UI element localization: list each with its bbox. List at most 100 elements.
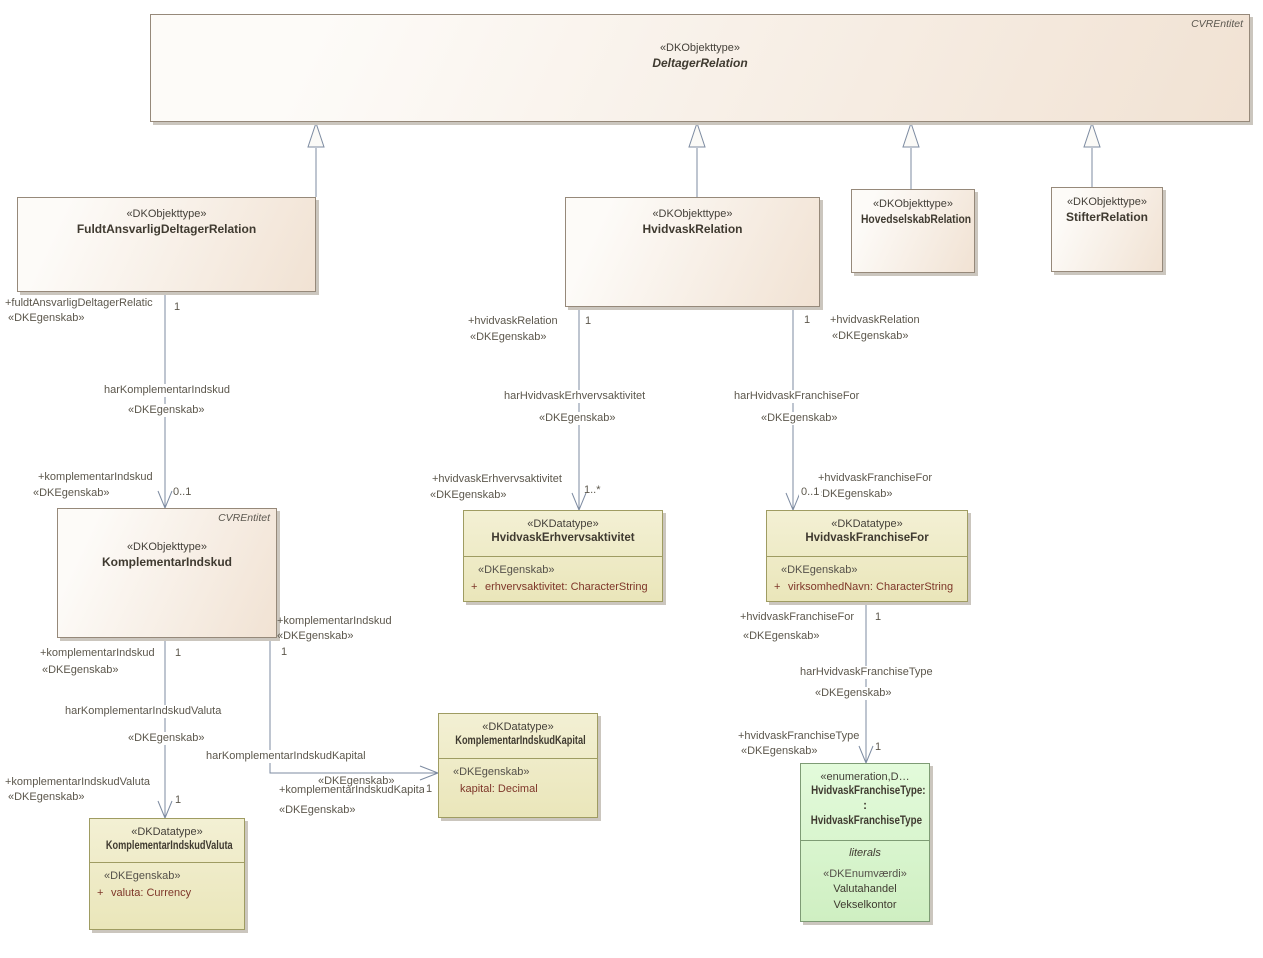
edge-name-stereotype: «DKEgenskab» — [759, 412, 840, 425]
edge-target-multiplicity: 1..* — [584, 484, 601, 496]
edge-source-stereotype: «DKEgenskab» — [42, 664, 119, 676]
attribute-stereotype: «DKEgenskab» — [781, 564, 858, 576]
generalization-arrow-icon — [307, 121, 325, 148]
datatype-name: KomplementarIndskudKapital — [455, 735, 586, 747]
edge-source-stereotype: «DKEgenskab» — [8, 312, 85, 324]
edge-target-multiplicity: 0..1 — [173, 486, 192, 498]
edge-target-role: +hvidvaskFranchiseType — [738, 730, 860, 742]
edge-source-stereotype: «DKEgenskab» — [832, 330, 909, 342]
edge-source-stereotype: «DKEgenskab» — [743, 630, 820, 642]
generalization-arrow-icon — [902, 121, 920, 148]
attribute-stereotype: «DKEgenskab» — [104, 870, 181, 882]
association-line — [269, 638, 437, 774]
attribute-row[interactable]: + erhvervsaktivitet: CharacterString — [464, 577, 662, 594]
literals-header: literals — [849, 847, 881, 859]
edge-name: harHvidvaskErhvervsaktivitet — [502, 390, 648, 403]
datatype-name: KomplementarIndskudValuta — [105, 840, 233, 852]
edge-name-stereotype: «DKEgenskab» — [318, 775, 395, 787]
class-fuldtansvarligdeltagerrelation[interactable]: «DKObjekttype» FuldtAnsvarligDeltagerRel… — [17, 197, 316, 292]
edge-source-role: +hvidvaskRelation — [468, 315, 558, 327]
edge-source-stereotype: «DKEgenskab» — [470, 331, 547, 343]
edge-name-stereotype: «DKEgenskab» — [813, 687, 894, 700]
class-name: KomplementarIndskud — [101, 555, 233, 569]
class-hvidvaskrelation[interactable]: «DKObjekttype» HvidvaskRelation — [565, 197, 820, 307]
datatype-hvidvaskfranchisefor[interactable]: «DKDatatype» HvidvaskFranchiseFor «DKEge… — [766, 510, 968, 602]
attribute-visibility — [446, 783, 460, 796]
edge-name: harHvidvaskFranchiseType — [798, 666, 935, 679]
edge-name: harKomplementarIndskud — [102, 384, 232, 397]
class-hovedselskabrelation[interactable]: «DKObjekttype» HovedselskabRelation — [851, 189, 975, 273]
edge-source-multiplicity: 1 — [804, 314, 811, 326]
enumeration-hvidvaskfranchisetype[interactable]: «enumeration,D… HvidvaskFranchiseType: :… — [800, 763, 930, 922]
stereotype: «DKDatatype» — [527, 518, 599, 530]
enum-name-line: : — [863, 800, 867, 812]
generalization-arrow-icon — [688, 121, 706, 148]
stereotype: «DKObjekttype» — [126, 541, 208, 553]
literal-stereotype: «DKEnumværdi» — [823, 868, 907, 880]
stereotype: «DKObjekttype» — [1066, 196, 1148, 208]
attribute-row[interactable]: + virksomhedNavn: CharacterString — [767, 577, 967, 594]
stereotype: «DKDatatype» — [831, 518, 903, 530]
class-deltagerrelation[interactable]: CVREntitet «DKObjekttype» DeltagerRelati… — [150, 14, 1250, 122]
attribute-text: valuta: Currency — [111, 887, 192, 899]
edge-target-multiplicity: 1 — [175, 794, 182, 806]
edge-source-role: +fuldtAnsvarligDeltagerRelatic — [5, 297, 153, 309]
tagged-value-cvrentitet: CVREntitet — [218, 512, 270, 524]
edge-name: harKomplementarIndskudValuta — [63, 705, 224, 718]
datatype-name: HvidvaskErhvervsaktivitet — [491, 532, 635, 544]
stereotype: «DKObjekttype» — [659, 42, 741, 54]
edge-name: harHvidvaskFranchiseFor — [732, 390, 862, 403]
datatype-hvidvaskerhvervsaktivitet[interactable]: «DKDatatype» HvidvaskErhvervsaktivitet «… — [463, 510, 663, 602]
edge-source-role: +komplementarIndskud — [277, 615, 392, 627]
edge-target-stereotype: «DKEgenskab» — [8, 791, 85, 803]
edge-name-stereotype: «DKEgenskab» — [126, 404, 207, 417]
class-stifterrelation[interactable]: «DKObjekttype» StifterRelation — [1051, 187, 1163, 272]
attribute-row[interactable]: + valuta: Currency — [90, 883, 244, 900]
edge-target-role: +komplementarIndskud — [38, 471, 153, 483]
attribute-visibility: + — [774, 581, 781, 593]
attribute-text: virksomhedNavn: CharacterString — [788, 581, 954, 593]
edge-target-stereotype: «DKEgenskab» — [741, 745, 818, 757]
stereotype: «DKObjekttype» — [872, 198, 954, 210]
edge-target-role: +komplementarIndskudValuta — [5, 776, 151, 788]
class-komplementarindskud[interactable]: CVREntitet «DKObjekttype» KomplementarIn… — [57, 508, 277, 638]
attribute-row[interactable]: kapital: Decimal — [439, 779, 597, 796]
edge-target-stereotype: «DKEgenskab» — [33, 487, 110, 499]
edge-name-stereotype: «DKEgenskab» — [537, 412, 618, 425]
stereotype: «DKObjekttype» — [652, 208, 733, 220]
edge-source-multiplicity: 1 — [281, 646, 288, 658]
datatype-komplementarindskudkapital[interactable]: «DKDatatype» KomplementarIndskudKapital … — [438, 713, 598, 818]
attribute-stereotype: «DKEgenskab» — [453, 766, 530, 778]
stereotype: «enumeration,D… — [820, 771, 910, 783]
stereotype: «DKObjekttype» — [126, 208, 207, 220]
generalization-arrow-icon — [1083, 121, 1101, 148]
enum-name-line: HvidvaskFranchiseType — [810, 815, 923, 827]
edge-target-multiplicity: 1 — [424, 783, 435, 796]
edge-source-role: +hvidvaskFranchiseFor — [740, 611, 855, 623]
edge-target-multiplicity: 0..1 — [799, 486, 822, 499]
edge-target-stereotype: «DKEgenskab» — [430, 489, 507, 501]
enum-literal[interactable]: Valutahandel — [833, 883, 897, 895]
class-name: DeltagerRelation — [652, 56, 748, 70]
edge-source-role: +hvidvaskRelation — [830, 314, 920, 326]
edge-target-stereotype: «DKEgenskab» — [279, 804, 356, 816]
attribute-visibility: + — [97, 887, 104, 899]
enum-name-line: HvidvaskFranchiseType: — [811, 785, 926, 797]
enum-literal[interactable]: Vekselkontor — [833, 899, 897, 911]
datatype-name: HvidvaskFranchiseFor — [805, 532, 929, 544]
edge-source-stereotype: «DKEgenskab» — [277, 630, 354, 642]
tagged-value-cvrentitet: CVREntitet — [1191, 18, 1243, 30]
datatype-komplementarindskudvaluta[interactable]: «DKDatatype» KomplementarIndskudValuta «… — [89, 818, 245, 930]
attribute-text: erhvervsaktivitet: CharacterString — [485, 581, 648, 593]
edge-source-multiplicity: 1 — [875, 611, 882, 623]
attribute-stereotype: «DKEgenskab» — [478, 564, 555, 576]
attribute-text: kapital: Decimal — [460, 783, 538, 795]
edge-source-multiplicity: 1 — [175, 647, 182, 659]
class-name: HovedselskabRelation — [860, 212, 972, 226]
attribute-visibility: + — [471, 581, 478, 593]
edge-name: harKomplementarIndskudKapital — [204, 750, 368, 763]
stereotype: «DKDatatype» — [482, 721, 554, 733]
edge-source-multiplicity: 1 — [585, 315, 592, 327]
stereotype: «DKDatatype» — [131, 826, 203, 838]
edge-target-multiplicity: 1 — [875, 741, 882, 753]
